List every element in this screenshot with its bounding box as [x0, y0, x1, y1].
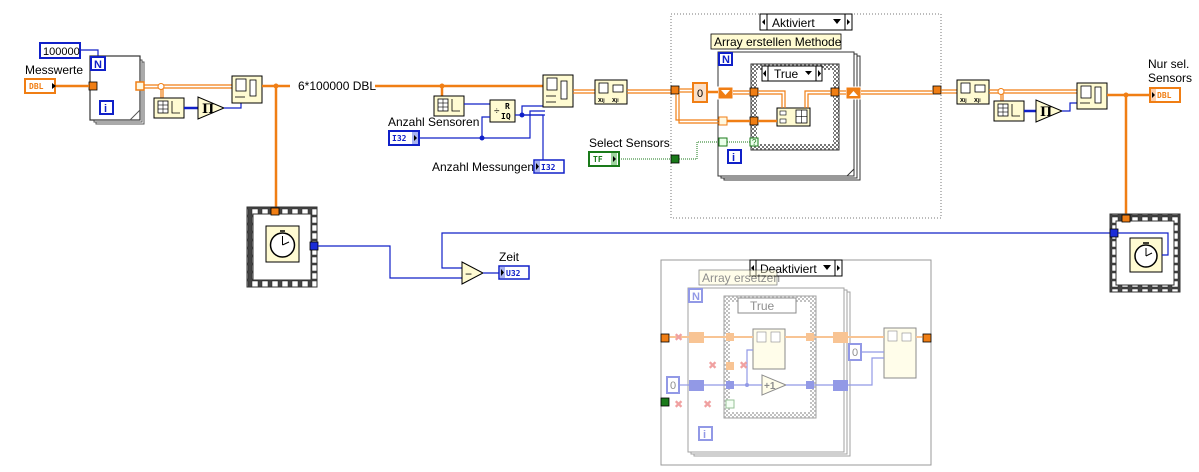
select-sensors-control[interactable]: TF [588, 151, 620, 167]
wire-label: 6*100000 DBL [298, 79, 376, 93]
diagram-disable-structure-inactive[interactable]: Deaktiviert Array ersetzen N i [660, 259, 932, 466]
svg-text:i: i [104, 103, 107, 115]
transpose-array-node-1[interactable]: xij xji [594, 79, 628, 105]
zero-constant-disabled-2[interactable]: 0 [848, 343, 862, 361]
messwerte-label: Messwerte [25, 63, 83, 77]
tick-count-node-1[interactable] [265, 225, 300, 263]
svg-text:✖: ✖ [703, 398, 712, 411]
svg-text:xij: xij [598, 97, 605, 104]
svg-text:−: − [465, 267, 472, 281]
broken-wire-icon: ✖ ✖ ✖ ✖ ✖ [674, 331, 748, 411]
iteration-terminal: i [99, 100, 114, 115]
messwerte-control[interactable]: DBL [24, 78, 56, 94]
decrement-arrow-icon [762, 19, 765, 25]
svg-text:Π: Π [202, 102, 214, 117]
svg-text:0: 0 [697, 88, 703, 100]
tunnel-in [88, 81, 98, 91]
anzahl-messungen-indicator: I32 [533, 159, 565, 174]
case-selector-true[interactable]: True [761, 65, 823, 82]
increment-arrow-icon [847, 19, 850, 25]
reshape-array-node-2[interactable] [542, 74, 574, 108]
svg-text:Array erstellen Methode: Array erstellen Methode [714, 35, 842, 49]
svg-text:Aktiviert: Aktiviert [772, 16, 815, 30]
svg-text:N: N [722, 54, 730, 66]
for-loop-3[interactable]: N i [687, 287, 851, 457]
case-structure-true-disabled[interactable]: True +1 [723, 295, 817, 419]
array-size-node-2[interactable] [433, 95, 465, 117]
nur-sel-sensors-label-1: Nur sel. [1148, 57, 1189, 71]
svg-text:I32: I32 [392, 134, 407, 143]
svg-text:?: ? [752, 138, 757, 147]
for-loop-1[interactable]: N i [88, 55, 145, 125]
replace-array-subset-node[interactable] [752, 328, 786, 370]
flat-sequence-timer-2[interactable] [1109, 213, 1181, 293]
count-terminal: N [90, 56, 106, 71]
svg-text:xji: xji [612, 97, 619, 104]
svg-text:I32: I32 [541, 163, 556, 172]
nur-sel-sensors-label-2: Sensors [1148, 71, 1192, 85]
svg-text:xji: xji [974, 97, 981, 104]
iterations-constant[interactable]: 100000 [39, 42, 81, 59]
svg-text:Array ersetzen: Array ersetzen [702, 271, 780, 285]
select-sensors-label: Select Sensors [589, 136, 670, 150]
dropdown-arrow-icon [833, 19, 841, 24]
svg-text:+1: +1 [764, 381, 776, 392]
svg-text:0: 0 [670, 380, 676, 392]
array-size-node-1[interactable] [153, 97, 185, 119]
multiply-array-elements-node-2[interactable]: Π [1035, 99, 1064, 123]
build-array-node[interactable] [776, 107, 811, 127]
svg-text:True: True [750, 299, 775, 313]
svg-text:0: 0 [852, 347, 858, 359]
svg-text:True: True [774, 67, 799, 81]
diagram-disable-structure-active[interactable]: Aktiviert Array erstellen Methode N i [670, 13, 942, 219]
svg-text:R: R [505, 102, 510, 111]
nur-sel-sensors-indicator: DBL [1149, 87, 1181, 103]
zeit-label: Zeit [499, 250, 520, 264]
svg-text:N: N [94, 59, 102, 71]
svg-text:i: i [703, 429, 706, 441]
anzahl-sensoren-label: Anzahl Sensoren [388, 115, 479, 129]
subtract-node[interactable]: − [461, 261, 485, 285]
zeit-indicator: U32 [498, 265, 530, 280]
svg-text:TF: TF [593, 155, 603, 164]
anzahl-sensoren-control[interactable]: I32 [388, 130, 420, 146]
svg-text:i: i [732, 152, 735, 164]
svg-text:Deaktiviert: Deaktiviert [760, 262, 817, 276]
indexing-tunnel-out [135, 81, 145, 91]
anzahl-messungen-label: Anzahl Messungen [432, 160, 534, 174]
svg-text:DBL: DBL [1157, 91, 1172, 100]
svg-text:✖: ✖ [674, 398, 683, 411]
svg-text:✖: ✖ [739, 359, 748, 372]
iterations-value: 100000 [43, 46, 80, 58]
case-selector-aktiviert[interactable]: Aktiviert [759, 13, 853, 31]
svg-text:✖: ✖ [708, 359, 717, 372]
svg-text:Π: Π [1040, 105, 1052, 120]
tick-count-node-2[interactable] [1129, 237, 1163, 273]
svg-text:÷: ÷ [494, 106, 500, 117]
reshape-array-node-3[interactable] [1076, 82, 1108, 110]
case-selector-deaktiviert[interactable]: Deaktiviert [749, 259, 843, 277]
svg-text:✖: ✖ [674, 331, 683, 344]
zero-constant-disabled[interactable]: 0 [666, 376, 680, 394]
zero-constant[interactable]: 0 [692, 82, 708, 103]
comment-array-erstellen: Array erstellen Methode [710, 33, 842, 50]
quotient-remainder-node[interactable]: ÷ R IQ [489, 99, 516, 123]
replace-array-subset-node-2[interactable] [883, 327, 917, 379]
case-structure-true[interactable]: True ? [749, 63, 840, 151]
svg-text:xij: xij [960, 97, 967, 104]
comment-array-ersetzen: Array ersetzen [698, 269, 780, 286]
svg-text:U32: U32 [506, 269, 521, 278]
multiply-array-elements-node[interactable]: Π [197, 96, 226, 120]
array-size-node-3[interactable] [993, 100, 1025, 122]
increment-node[interactable]: +1 [761, 374, 788, 396]
svg-text:N: N [692, 291, 700, 303]
reshape-array-node-1[interactable] [231, 75, 263, 104]
flat-sequence-timer-1[interactable] [246, 206, 319, 288]
transpose-array-node-2[interactable]: xij xji [956, 79, 990, 105]
svg-text:IQ: IQ [501, 112, 511, 121]
svg-text:DBL: DBL [29, 82, 44, 91]
